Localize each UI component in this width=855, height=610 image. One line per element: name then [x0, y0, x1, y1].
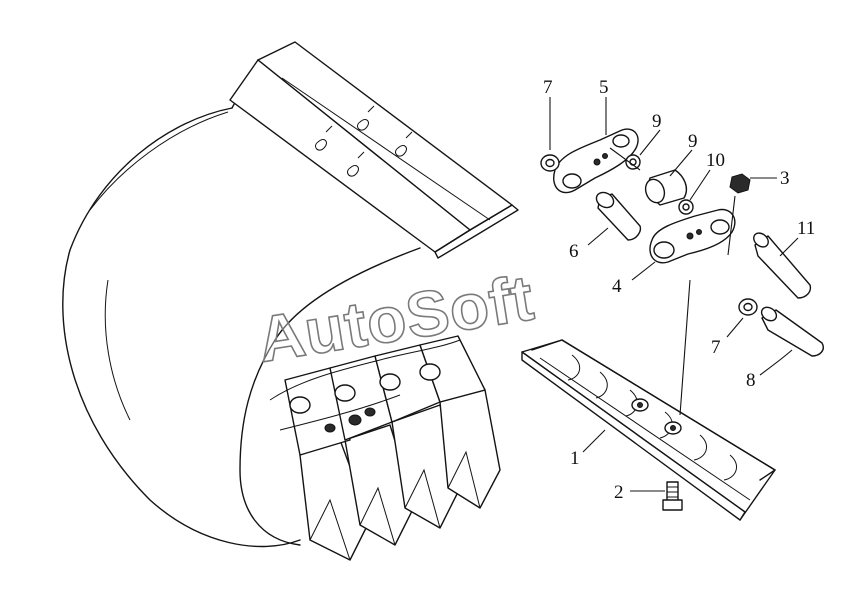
callout-7-lower: 7 — [711, 337, 721, 358]
part-9-bushing — [644, 169, 688, 206]
callout-2: 2 — [614, 482, 624, 503]
callout-6: 6 — [569, 241, 579, 262]
callout-10-upper: 9 — [652, 111, 662, 132]
bucket-body — [62, 41, 519, 561]
part-7-washer-upper — [540, 154, 560, 172]
callout-labels: 7 5 9 9 10 3 11 6 4 7 8 1 2 — [543, 77, 815, 503]
callout-7-upper: 7 — [543, 77, 553, 98]
callout-9: 9 — [688, 131, 698, 152]
assembly-lines — [609, 147, 736, 416]
part-3-nut — [729, 173, 751, 194]
leader-lines — [549, 97, 799, 492]
part-5-link-plate — [553, 128, 639, 194]
part-10-washer-upper — [625, 154, 641, 170]
callout-8: 8 — [746, 370, 756, 391]
part-1-lip-segment — [521, 339, 776, 521]
part-4-link-plate — [649, 208, 736, 264]
part-6-sleeve — [595, 191, 642, 241]
part-2-bolt — [662, 481, 683, 511]
callout-1: 1 — [570, 448, 580, 469]
bucket-teeth — [269, 335, 501, 561]
part-11-pin — [753, 232, 812, 299]
part-8-pin — [760, 306, 824, 357]
callout-5: 5 — [599, 77, 609, 98]
part-7-washer-lower — [738, 298, 758, 316]
callout-10-lower: 10 — [706, 150, 725, 171]
callout-3: 3 — [780, 168, 790, 189]
callout-4: 4 — [612, 276, 622, 297]
part-10-washer-lower — [678, 199, 694, 215]
callout-11: 11 — [797, 218, 815, 239]
